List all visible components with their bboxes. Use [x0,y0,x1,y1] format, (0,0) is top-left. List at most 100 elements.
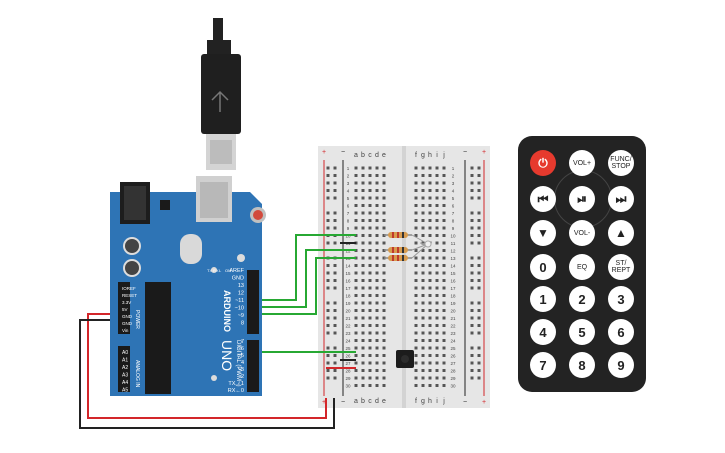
arrow-up-icon: ▲ [615,226,627,240]
remote-label-one: 1 [539,291,547,307]
col-letter: j [442,152,445,159]
row-number: 18 [345,294,351,299]
remote-label-st-rept: ST/ REPT [611,260,631,274]
col-letter: f [415,398,417,405]
row-number: 19 [450,301,456,306]
remote-button-zero[interactable]: 0 [530,254,556,280]
row-number: 3 [452,181,455,186]
remote-button-vol-up[interactable]: VOL+ [569,150,595,176]
col-letter: e [382,152,386,159]
col-letter: b [361,152,365,159]
remote-button-power[interactable]: ⏻ [530,150,556,176]
remote-label-zero: 0 [539,259,547,275]
row-number: 27 [450,361,456,366]
digital-label: DIGITAL (PWM~) [235,340,241,387]
col-letter: g [421,152,425,159]
pin-label: ~10 [235,306,244,312]
row-number: 13 [450,256,456,261]
row-number: 19 [345,301,351,306]
remote-label-eight: 8 [578,357,586,373]
row-number: 1 [347,166,350,171]
remote-button-next[interactable]: ⏭ [608,186,634,212]
led-label: RX [213,268,219,273]
remote-label-two: 2 [578,291,586,307]
remote-label-vol-up: VOL+ [572,159,592,167]
row-number: 5 [347,196,350,201]
row-number: 8 [347,219,350,224]
row-number: 26 [450,354,456,359]
row-number: 2 [452,174,455,179]
remote-button-nine[interactable]: 9 [608,352,634,378]
remote-label-func-stop: FUNC/ STOP [610,156,632,170]
rail-label: + [482,399,486,406]
remote-label-vol-down: VOL- [573,229,591,237]
power-label: POWER [134,310,140,329]
led-label: ON [225,268,231,273]
pin-label: GND [122,321,133,326]
remote-label-three: 3 [617,291,625,307]
remote-button-down[interactable]: ▼ [530,220,556,246]
pin-label: ~11 [235,298,244,304]
row-number: 22 [345,324,351,329]
pin-label: A0 [122,350,128,356]
col-letter: d [375,398,379,405]
arduino-board [110,176,266,396]
pin-label: IOREF [122,286,136,291]
pin-label: 4 [241,360,244,366]
remote-label-seven: 7 [539,357,547,373]
col-letter: c [368,398,372,405]
remote-button-five[interactable]: 5 [569,319,595,345]
row-number: 30 [450,384,456,389]
row-number: 20 [450,309,456,314]
remote-label-six: 6 [617,324,625,340]
col-letter: c [368,152,372,159]
row-number: 15 [345,271,351,276]
remote-button-eight[interactable]: 8 [569,352,595,378]
wire-green-pin11 [262,234,356,301]
remote-button-vol-down[interactable]: VOL- [569,220,595,246]
row-number: 7 [347,211,350,216]
remote-button-prev[interactable]: ⏮ [530,186,556,212]
remote-button-up[interactable]: ▲ [608,220,634,246]
rail-label: + [322,399,326,406]
rail-label: − [463,399,467,406]
rail-label: − [341,399,345,406]
pin-label: ~6 [238,346,244,352]
arduino-model: UNO [219,340,235,371]
remote-button-two[interactable]: 2 [569,286,595,312]
col-letter: a [354,152,358,159]
pin-label: A1 [122,358,128,364]
col-letter: d [375,152,379,159]
remote-button-play-pause[interactable]: ⏯ [569,186,595,212]
row-number: 17 [345,286,351,291]
remote-label-eq: EQ [576,263,588,271]
pin-label: 3.3V [122,300,131,305]
pin-label: AREF [229,268,244,274]
pin-label: A5 [122,388,128,394]
col-letter: f [415,152,417,159]
col-letter: e [382,398,386,405]
row-number: 23 [345,331,351,336]
pin-label: 7 [241,339,244,345]
pin-label: 12 [238,291,244,297]
row-number: 18 [450,294,456,299]
pin-label: A2 [122,365,128,371]
row-number: 16 [450,279,456,284]
remote-button-st-rept[interactable]: ST/ REPT [608,254,634,280]
remote-button-one[interactable]: 1 [530,286,556,312]
remote-button-four[interactable]: 4 [530,319,556,345]
remote-button-eq[interactable]: EQ [569,254,595,280]
pin-label: A4 [122,380,128,386]
wires [79,234,356,429]
row-number: 20 [345,309,351,314]
row-number: 24 [345,339,351,344]
remote-label-nine: 9 [617,357,625,373]
remote-button-seven[interactable]: 7 [530,352,556,378]
row-number: 14 [345,264,351,269]
rail-label: − [463,149,467,156]
remote-button-six[interactable]: 6 [608,319,634,345]
pin-label: 13 [238,283,244,289]
remote-button-func-stop[interactable]: FUNC/ STOP [608,150,634,176]
remote-button-three[interactable]: 3 [608,286,634,312]
